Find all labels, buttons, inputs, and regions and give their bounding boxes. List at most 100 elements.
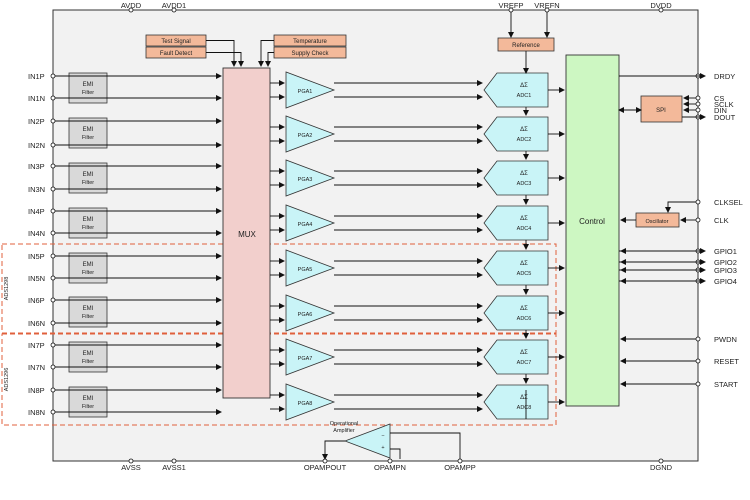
input-pin-in7p[interactable] — [50, 342, 56, 348]
mux-input-wire-3 — [258, 40, 274, 67]
opamp-title-line2: Amplifier — [333, 428, 355, 434]
mux-input-label-4: Supply Check — [291, 51, 329, 57]
adc-6 — [483, 295, 549, 331]
group-label-2: ADS1296 — [4, 368, 10, 392]
right-pin-label-clksel: CLKSEL — [714, 198, 743, 207]
input-pin-in1p[interactable] — [50, 73, 56, 79]
pga-4 — [285, 204, 336, 242]
right-pin-clksel[interactable] — [695, 199, 701, 205]
reference-label: Reference — [512, 43, 540, 49]
adc-label-6: ADC6 — [517, 316, 532, 322]
right-pin-reset[interactable] — [695, 358, 701, 364]
control-label: Control — [579, 217, 605, 226]
pga-label-5: PGA5 — [298, 267, 313, 273]
input-pin-in8p[interactable] — [50, 387, 56, 393]
bottom-pin-dgnd[interactable] — [658, 458, 664, 464]
opamp-n-wire — [390, 448, 401, 459]
opamp-p-wire — [390, 432, 461, 459]
emi-filter-6 — [68, 296, 108, 328]
opamp-plus-label: + — [381, 445, 384, 451]
emi-filter-label-1: EMI — [83, 82, 94, 88]
emi-filter-label-8: EMI — [83, 396, 94, 402]
top-pin-label-avdd: AVDD — [121, 1, 142, 10]
right-pin-pwdn[interactable] — [695, 336, 701, 342]
adc-symbol-4: ΔΣ — [520, 216, 528, 222]
input-pin-label-in8n: IN8N — [28, 408, 45, 417]
input-pin-label-in4n: IN4N — [28, 229, 45, 238]
right-pin-clk[interactable] — [695, 217, 701, 223]
input-pin-in8n[interactable] — [50, 409, 56, 415]
input-pin-label-in5n: IN5N — [28, 274, 45, 283]
group-label-1: ADS1298 — [4, 277, 10, 301]
emi-filter-sublabel-5: Filter — [82, 270, 94, 276]
pga-8 — [285, 383, 336, 421]
adc-symbol-5: ΔΣ — [520, 261, 528, 267]
group-box-2 — [1, 333, 557, 426]
pga-label-2: PGA2 — [298, 133, 313, 139]
right-pin-start[interactable] — [695, 381, 701, 387]
emi-filter-label-5: EMI — [83, 262, 94, 268]
bottom-pin-opampn[interactable] — [387, 458, 393, 464]
input-pin-label-in3p: IN3P — [28, 162, 45, 171]
emi-filter-sublabel-7: Filter — [82, 359, 94, 365]
pga-7 — [285, 338, 336, 376]
emi-filter-label-2: EMI — [83, 127, 94, 133]
top-pin-dvdd[interactable] — [658, 7, 664, 13]
right-pin-label-dout: DOUT — [714, 113, 736, 122]
right-pin-sclk[interactable] — [695, 101, 701, 107]
adc-4 — [483, 205, 549, 241]
right-pin-cs[interactable] — [695, 95, 701, 101]
top-pin-avdd[interactable] — [128, 7, 134, 13]
emi-filter-8 — [68, 386, 108, 418]
pga-label-4: PGA4 — [298, 222, 313, 228]
input-pin-in5p[interactable] — [50, 253, 56, 259]
input-pin-in4n[interactable] — [50, 230, 56, 236]
adc-symbol-3: ΔΣ — [520, 171, 528, 177]
adc-3 — [483, 160, 549, 196]
bottom-pin-avss[interactable] — [128, 458, 134, 464]
bottom-pin-avss1[interactable] — [171, 458, 177, 464]
top-pin-label-avdd1: AVDD1 — [162, 1, 186, 10]
input-pin-label-in6p: IN6P — [28, 296, 45, 305]
adc-label-8: ADC8 — [517, 405, 532, 411]
input-pin-in4p[interactable] — [50, 208, 56, 214]
adc-symbol-6: ΔΣ — [520, 306, 528, 312]
adc-1 — [483, 72, 549, 108]
input-pin-label-in7n: IN7N — [28, 363, 45, 372]
emi-filter-label-3: EMI — [83, 172, 94, 178]
input-pin-label-in3n: IN3N — [28, 185, 45, 194]
top-pin-label-vrefn: VREFN — [534, 1, 559, 10]
right-pin-label-reset: RESET — [714, 357, 739, 366]
input-pin-in1n[interactable] — [50, 95, 56, 101]
input-pin-label-in8p: IN8P — [28, 386, 45, 395]
input-pin-label-in4p: IN4P — [28, 207, 45, 216]
emi-filter-label-7: EMI — [83, 351, 94, 357]
input-pin-in3n[interactable] — [50, 186, 56, 192]
control-block — [565, 54, 620, 407]
right-pin-label-pwdn: PWDN — [714, 335, 737, 344]
input-pin-in6p[interactable] — [50, 297, 56, 303]
adc-8 — [483, 384, 549, 420]
bottom-pin-label-opampp: OPAMPP — [444, 463, 476, 472]
mux-input-label-3: Temperature — [293, 39, 327, 45]
input-pin-label-in5p: IN5P — [28, 252, 45, 261]
top-pin-avdd1[interactable] — [171, 7, 177, 13]
emi-filter-sublabel-4: Filter — [82, 225, 94, 231]
mux-block — [222, 67, 271, 399]
spi-label: SPI — [656, 108, 666, 114]
input-pin-in2n[interactable] — [50, 142, 56, 148]
input-pin-label-in6n: IN6N — [28, 319, 45, 328]
pga-label-3: PGA3 — [298, 177, 313, 183]
adc-5 — [483, 250, 549, 286]
input-pin-in6n[interactable] — [50, 320, 56, 326]
input-pin-in2p[interactable] — [50, 118, 56, 124]
input-pin-in7n[interactable] — [50, 364, 56, 370]
input-pin-in5n[interactable] — [50, 275, 56, 281]
pga-1 — [285, 71, 336, 109]
adc-label-1: ADC1 — [517, 93, 532, 99]
right-pin-label-cs: CS — [714, 94, 724, 103]
right-pin-din[interactable] — [695, 107, 701, 113]
input-pin-in3p[interactable] — [50, 163, 56, 169]
emi-filter-5 — [68, 252, 108, 284]
